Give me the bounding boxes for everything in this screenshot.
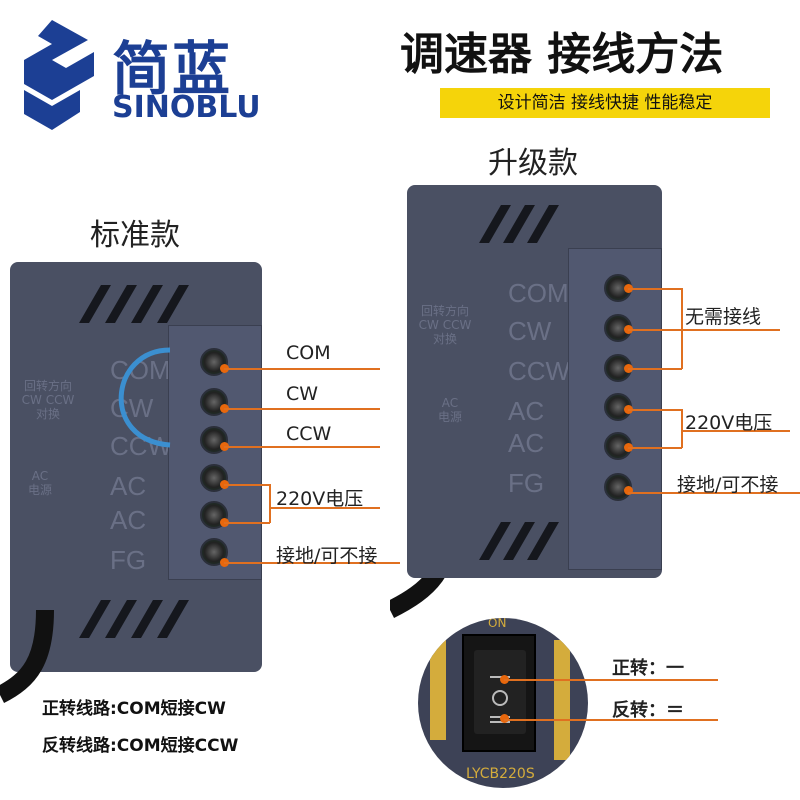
rocker-switch[interactable]	[462, 634, 536, 752]
callout-cw: CW	[286, 383, 319, 405]
slogan-bar: 设计简洁 接线快捷 性能稳定	[440, 88, 770, 118]
embossed-power: AC 电源	[27, 469, 52, 497]
reverse-wiring-note: 反转线路:COM短接CCW	[42, 736, 239, 756]
forward-label: 正转：一	[612, 658, 684, 679]
callout-ground: 接地/可不接	[276, 545, 378, 567]
brand-name-cn: 简蓝	[112, 35, 233, 103]
embossed-direction: 回转方向 CW CCW 对换	[21, 379, 75, 421]
forward-wiring-note: 正转线路:COM短接CW	[42, 699, 226, 719]
reverse-label: 反转：＝	[612, 700, 684, 721]
callout-com: COM	[286, 342, 331, 364]
callout-voltage: 220V电压	[685, 412, 773, 434]
embossed-direction: 回转方向 CW CCW 对换	[418, 304, 472, 346]
vent-bottom	[479, 522, 559, 560]
switch-top-text: ON	[488, 618, 507, 630]
page-title: 调速器 接线方法	[400, 29, 724, 80]
brand-name-en: SINOBLU	[112, 90, 261, 125]
callout-ground: 接地/可不接	[677, 474, 779, 496]
model-label: LYCB220S	[466, 766, 535, 782]
jumper-wire	[118, 347, 171, 448]
switch-closeup: ON LYCB220S	[418, 618, 588, 788]
embossed-terminals: COM CW CCW AC AC FG	[110, 355, 173, 575]
embossed-terminals: COM CW CCW AC AC FG	[508, 278, 571, 498]
upgraded-section-title: 升级款	[488, 146, 578, 181]
callout-ccw: CCW	[286, 423, 332, 445]
vent-top	[479, 205, 559, 243]
vent-top	[79, 285, 189, 323]
embossed-power: AC 电源	[437, 396, 462, 424]
sinoblu-logo-icon	[24, 20, 94, 130]
power-cable	[0, 609, 54, 704]
standard-section-title: 标准款	[90, 218, 180, 253]
callout-no-wiring: 无需接线	[685, 306, 762, 328]
callout-voltage: 220V电压	[276, 488, 364, 510]
vent-bottom	[79, 600, 189, 638]
